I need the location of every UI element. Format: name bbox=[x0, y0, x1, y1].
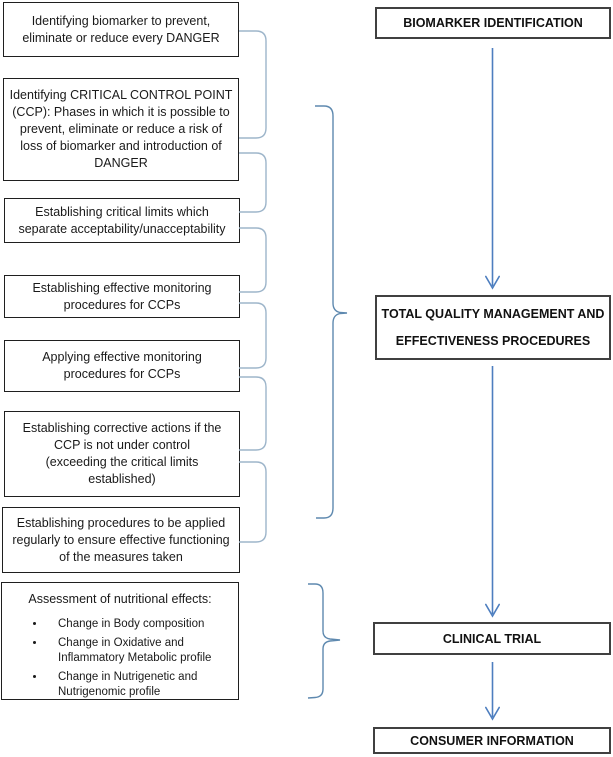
box-total-quality-management-label: TOTAL QUALITY MANAGEMENT AND EFFECTIVENE… bbox=[381, 306, 605, 348]
bullet-oxidative-inflammatory: Change in Oxidative and Inflammatory Met… bbox=[46, 636, 238, 667]
assessment-bullet-list: Change in Body composition Change in Oxi… bbox=[2, 617, 238, 701]
box-verification-procedures: Establishing procedures to be applied re… bbox=[2, 507, 240, 573]
arrow-clinical-to-consumer bbox=[484, 662, 501, 721]
assessment-title: Assessment of nutritional effects: bbox=[28, 592, 212, 606]
box-identify-biomarker: Identifying biomarker to prevent, elimin… bbox=[3, 2, 239, 57]
bracket-steps-6-7 bbox=[239, 461, 267, 543]
box-verification-procedures-text: Establishing procedures to be applied re… bbox=[12, 515, 230, 564]
bracket-steps-1-2 bbox=[239, 30, 267, 139]
box-apply-monitoring-text: Applying effective monitoring procedures… bbox=[42, 350, 202, 381]
bullet-nutrigenetic-nutrigenomic: Change in Nutrigenetic and Nutrigenomic … bbox=[46, 670, 238, 701]
box-establish-monitoring: Establishing effective monitoring proced… bbox=[4, 275, 240, 318]
bracket-steps-2-3 bbox=[239, 152, 267, 213]
box-apply-monitoring: Applying effective monitoring procedures… bbox=[4, 340, 240, 392]
bracket-steps-5-6 bbox=[239, 376, 267, 451]
box-total-quality-management: TOTAL QUALITY MANAGEMENT AND EFFECTIVENE… bbox=[375, 295, 611, 360]
box-corrective-actions-text: Establishing corrective actions if the C… bbox=[22, 421, 222, 486]
box-critical-limits-text: Establishing critical limits which separ… bbox=[18, 204, 226, 236]
box-identify-ccp: Identifying CRITICAL CONTROL POINT (CCP)… bbox=[3, 78, 239, 181]
box-corrective-actions: Establishing corrective actions if the C… bbox=[4, 411, 240, 497]
box-clinical-trial-label: CLINICAL TRIAL bbox=[442, 631, 542, 646]
bullet-body-composition: Change in Body composition bbox=[46, 617, 238, 633]
box-biomarker-identification: BIOMARKER IDENTIFICATION bbox=[375, 7, 611, 39]
box-biomarker-identification-label: BIOMARKER IDENTIFICATION bbox=[403, 16, 583, 30]
bracket-steps-4-5 bbox=[239, 302, 267, 369]
bracket-steps-3-4 bbox=[239, 227, 267, 293]
box-critical-limits: Establishing critical limits which separ… bbox=[4, 198, 240, 243]
box-clinical-trial: CLINICAL TRIAL bbox=[373, 622, 611, 655]
box-assessment-nutritional-effects: Assessment of nutritional effects: Chang… bbox=[1, 582, 239, 700]
box-identify-ccp-text: Identifying CRITICAL CONTROL POINT (CCP)… bbox=[9, 88, 233, 170]
box-consumer-information: CONSUMER INFORMATION bbox=[373, 727, 611, 754]
box-establish-monitoring-text: Establishing effective monitoring proced… bbox=[32, 280, 212, 312]
arrow-biomarker-to-quality bbox=[484, 48, 501, 290]
box-identify-biomarker-text: Identifying biomarker to prevent, elimin… bbox=[22, 13, 220, 45]
box-consumer-information-label: CONSUMER INFORMATION bbox=[410, 733, 574, 748]
arrow-quality-to-clinical bbox=[484, 366, 501, 618]
brace-quality-procedures bbox=[315, 105, 348, 519]
brace-assessment-to-clinical bbox=[307, 583, 341, 699]
